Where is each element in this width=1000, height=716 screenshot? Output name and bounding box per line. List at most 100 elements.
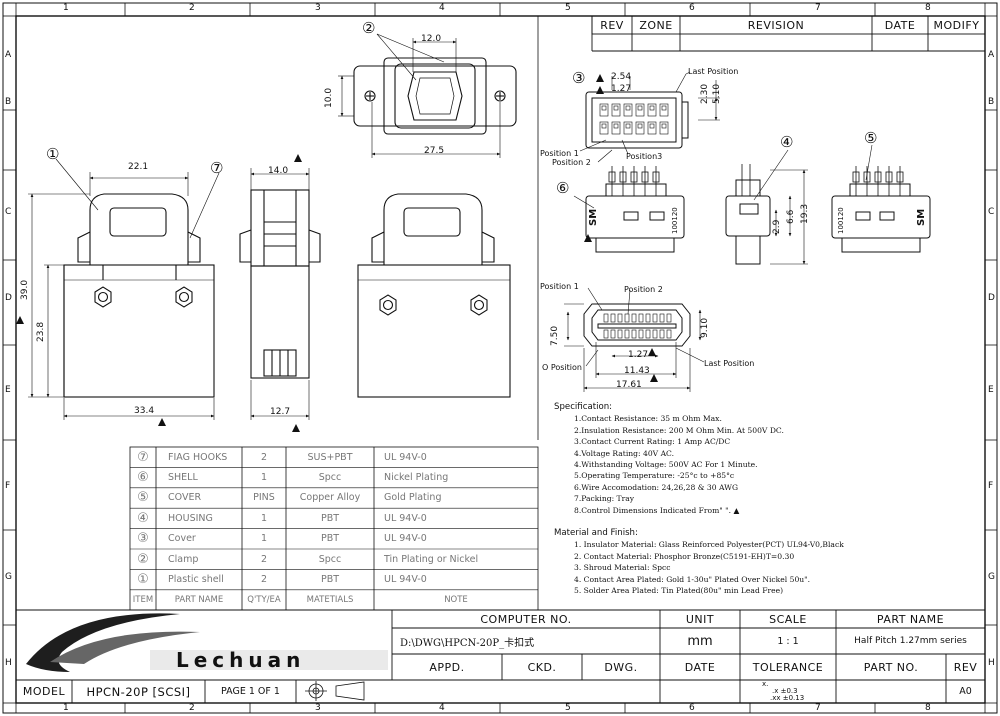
mark-code-right: 100120 xyxy=(837,207,845,234)
grid-col-7-top: 7 xyxy=(815,3,821,13)
spec-item: 1.Contact Resistance: 35 m Ohm Max. xyxy=(574,414,722,424)
grid-row-G-l: G xyxy=(5,572,12,582)
bom-4-item: ③ xyxy=(137,531,149,547)
dim-127: 1.27 xyxy=(628,350,649,360)
bom-5-qty: 2 xyxy=(260,553,268,565)
bom-3-material: PBT xyxy=(320,512,340,524)
callout-3: ③ xyxy=(572,69,586,87)
grid-row-F-l: F xyxy=(5,481,11,491)
spec-item: 5.Operating Temperature: -25°c to +85°c xyxy=(574,471,735,481)
label-position-2b: Position 2 xyxy=(624,285,663,294)
tb-ckd: CKD. xyxy=(527,660,557,674)
grid-col-3-top: 3 xyxy=(315,3,321,13)
grid-row-A-r: A xyxy=(988,50,995,60)
bom-5-material: Spcc xyxy=(318,553,342,565)
bom-6-name: Plastic shell xyxy=(168,574,224,586)
bom-3-item: ④ xyxy=(137,510,149,526)
tb-page: PAGE 1 OF 1 xyxy=(221,686,280,697)
spec-item: 4.Withstanding Voltage: 500V AC For 1 Mi… xyxy=(574,460,758,470)
grid-row-H-r: H xyxy=(988,658,995,668)
mark-code-left: 100120 xyxy=(671,207,679,234)
grid-row-H-l: H xyxy=(5,658,12,668)
label-position-3: Position3 xyxy=(626,152,663,161)
callout-2: ② xyxy=(362,19,376,37)
tb-appd: APPD. xyxy=(429,660,465,674)
specification: Specification: 1.Contact Resistance: 35 … xyxy=(554,402,784,516)
grid-row-C-l: C xyxy=(5,207,12,217)
bom-0-qty: 2 xyxy=(260,451,268,463)
tb-unit: UNIT xyxy=(685,612,715,626)
grid-col-2-bot: 2 xyxy=(189,703,195,713)
dim-front-width: 22.1 xyxy=(128,162,149,172)
bom-2-material: Copper Alloy xyxy=(299,492,361,504)
bom-header-material: MATETIALS xyxy=(306,594,354,605)
tb-rev: REV xyxy=(953,660,978,674)
grid-col-1-top: 1 xyxy=(63,3,69,13)
bom-header-item: ITEM xyxy=(132,594,154,605)
bom-4-name: Cover xyxy=(168,533,196,545)
bom-0-name: FIAG HOOKS xyxy=(168,451,228,463)
bom-2-item: ⑤ xyxy=(137,490,149,506)
label-last-position: Last Position xyxy=(688,67,739,76)
callout-4: ④ xyxy=(780,133,794,151)
material-finish: Material and Finish: 1. Insulator Materi… xyxy=(554,528,844,596)
grid-col-8-top: 8 xyxy=(925,3,931,13)
bom-0-note: UL 94V-0 xyxy=(384,451,427,463)
spec-item: 4.Voltage Rating: 40V AC. xyxy=(574,448,675,458)
bom-6-material: PBT xyxy=(320,574,340,586)
grid-row-E-l: E xyxy=(5,385,11,395)
material-item: 2. Contact Material: Phosphor Bronze(C51… xyxy=(574,551,795,561)
bom-5-name: Clamp xyxy=(168,553,199,565)
grid-row-D-l: D xyxy=(5,293,12,303)
spec-item: 3.Contact Current Rating: 1 Amp AC/DC xyxy=(574,437,731,447)
grid-col-2-top: 2 xyxy=(189,3,195,13)
rev-header: REV xyxy=(600,18,624,32)
dim-510: 5.10 xyxy=(712,83,722,104)
grid-col-3-bot: 3 xyxy=(315,703,321,713)
mark-sm-left: SM xyxy=(588,208,599,226)
bom-0-material: SUS+PBT xyxy=(307,451,353,463)
bom-2-name: COVER xyxy=(168,492,202,504)
callout-6: ⑥ xyxy=(556,179,570,197)
tb-model-val: HPCN-20P [SCSI] xyxy=(86,684,191,699)
bom-4-material: PBT xyxy=(320,533,340,545)
tb-part-name: PART NAME xyxy=(876,612,945,626)
bom-header-note: NOTE xyxy=(444,594,468,605)
dim-pitch-a: 2.54 xyxy=(611,72,632,82)
dim-750: 7.50 xyxy=(550,325,560,346)
bom-2-note: Gold Plating xyxy=(384,492,442,504)
tb-dwg: DWG. xyxy=(604,660,638,674)
bom-2-qty: PINS xyxy=(253,492,275,504)
dim-910: 9.10 xyxy=(700,317,710,338)
dim-front-height2: 23.8 xyxy=(36,321,46,342)
tb-tol-2: .xx ±0.13 xyxy=(770,694,805,702)
dim-1143: 11.43 xyxy=(624,366,650,376)
bom-1-material: Spcc xyxy=(318,472,342,484)
grid-row-G-r: G xyxy=(988,572,995,582)
tb-part-no: PART NO. xyxy=(863,660,919,674)
company-logo: Lechuan xyxy=(176,648,306,672)
zone-header: ZONE xyxy=(639,18,673,32)
spec-item: 8.Control Dimensions Indicated From" ". … xyxy=(574,505,740,515)
bom-4-qty: 1 xyxy=(260,533,268,545)
grid-row-B-r: B xyxy=(988,97,995,107)
bom-1-item: ⑥ xyxy=(137,470,149,486)
grid-row-A-l: A xyxy=(5,50,12,60)
callout-1: ① xyxy=(46,145,60,163)
grid-col-6-top: 6 xyxy=(689,3,695,13)
tb-scale: SCALE xyxy=(769,612,807,626)
tb-part-name-val: Half Pitch 1.27mm series xyxy=(854,636,967,646)
tb-computer-no: COMPUTER NO. xyxy=(480,612,572,626)
revision-header: REVISION xyxy=(747,18,805,32)
bom-1-qty: 1 xyxy=(260,472,268,484)
material-item: 1. Insulator Material: Glass Reinforced … xyxy=(574,540,844,550)
bom-6-note: UL 94V-0 xyxy=(384,574,427,586)
tb-scale-val: 1 : 1 xyxy=(777,635,799,647)
grid-col-4-top: 4 xyxy=(439,3,445,13)
grid-row-C-r: C xyxy=(988,207,995,217)
bom-0-item: ⑦ xyxy=(137,449,149,465)
spec-item: 7.Packing: Tray xyxy=(574,494,635,504)
material-item: 5. Solder Area Plated: Tin Plated(80u" m… xyxy=(574,586,784,596)
tb-tol-x: x. xyxy=(762,680,769,688)
